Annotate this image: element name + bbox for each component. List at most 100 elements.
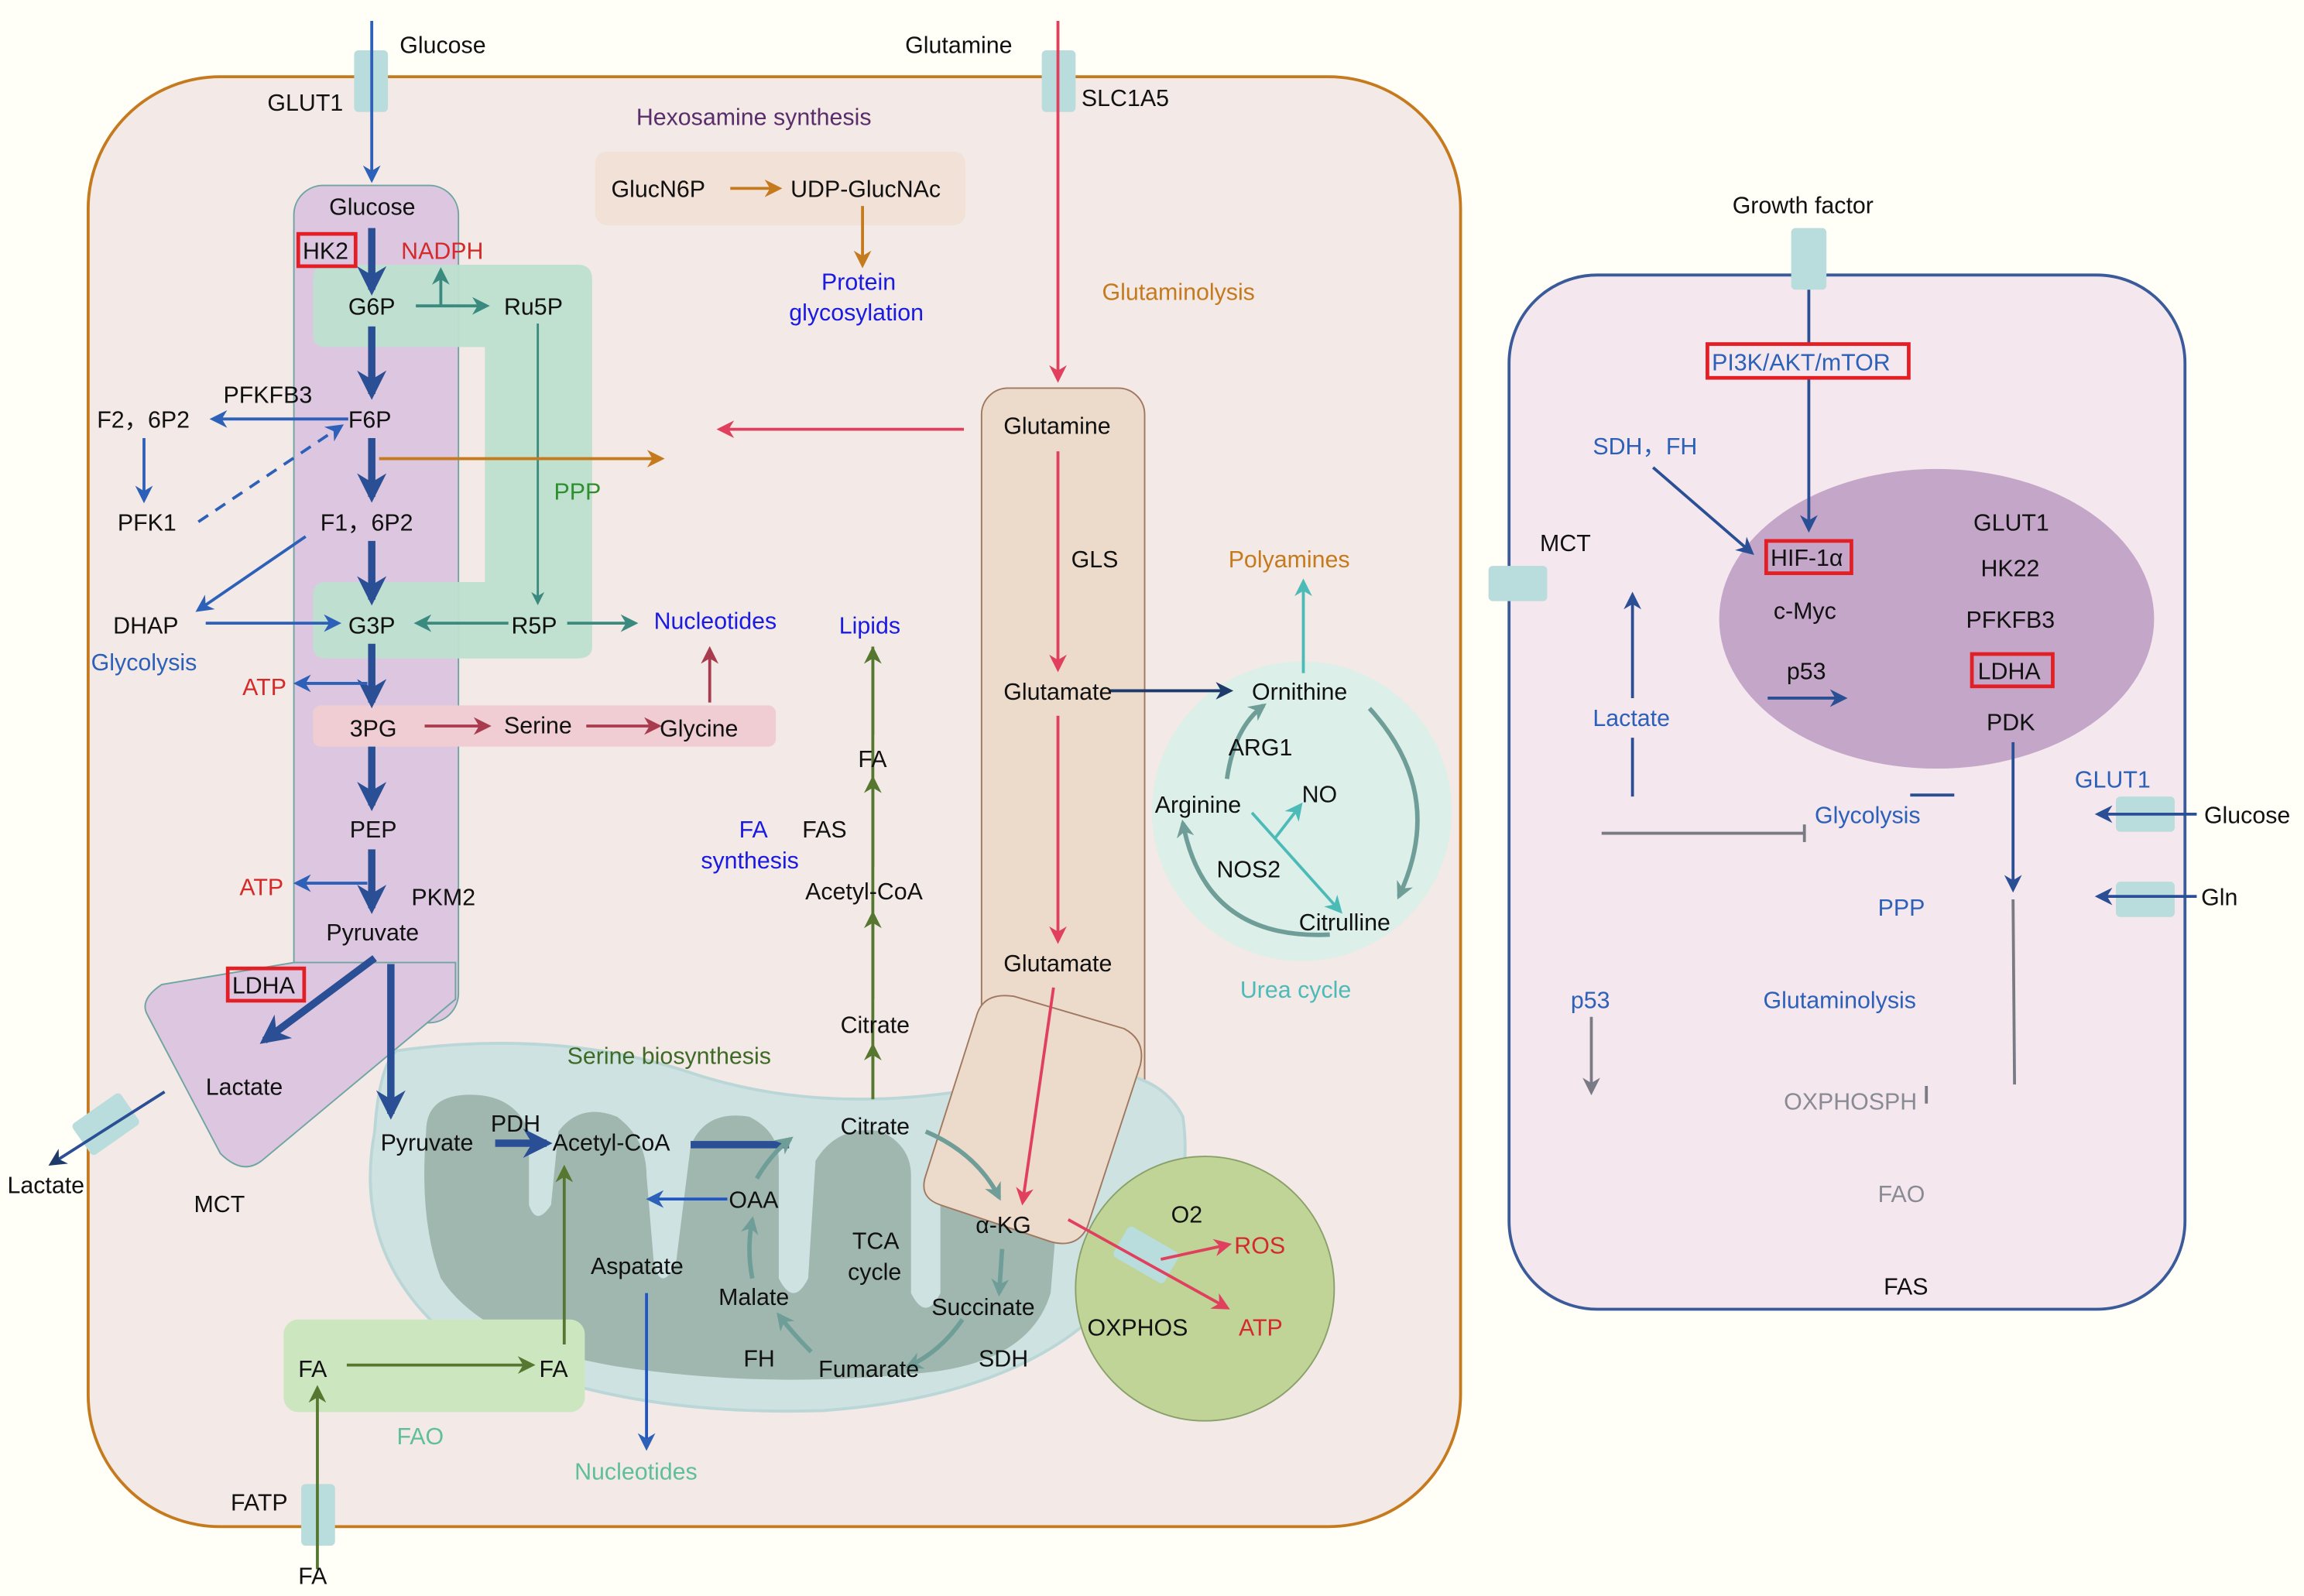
ppp-right: PPP xyxy=(1878,896,1925,921)
succinate: Succinate xyxy=(931,1295,1034,1320)
p53-right: p53 xyxy=(1571,988,1610,1013)
arginine: Arginine xyxy=(1155,793,1241,818)
glycolysis-right: Glycolysis xyxy=(1815,803,1921,828)
pyruvate-cytosol: Pyruvate xyxy=(326,920,419,946)
nucleotides-mito: Nucleotides xyxy=(574,1460,698,1485)
fa-synthesis-label-1: FA xyxy=(739,817,769,843)
g6p: G6P xyxy=(348,295,396,320)
ldha-highlight-right xyxy=(1970,652,2055,689)
protein-glycosylation-2: glycosylation xyxy=(789,300,924,326)
protein-glycosylation-1: Protein xyxy=(821,269,896,295)
aspatate: Aspatate xyxy=(591,1254,684,1279)
nucleus xyxy=(1719,468,2155,769)
serine: Serine xyxy=(504,713,572,738)
glutamate-1: Glutamate xyxy=(1003,680,1112,705)
ldha-highlight xyxy=(225,966,307,1003)
glycine: Glycine xyxy=(660,716,738,741)
glucose-right: Glucose xyxy=(2204,803,2290,828)
pkm2: PKM2 xyxy=(411,885,475,911)
fao-label: FAO xyxy=(396,1424,444,1450)
oxphosph-right: OXPHOSPH xyxy=(1784,1089,1917,1115)
glut1-label: GLUT1 xyxy=(267,91,343,116)
g3p: G3P xyxy=(348,613,396,639)
fh-enzyme: FH xyxy=(743,1347,774,1372)
hif1a-highlight xyxy=(1764,539,1853,575)
acetyl-coa-mito: Acetyl-CoA xyxy=(553,1131,671,1156)
nadph: NADPH xyxy=(401,238,483,264)
fa-cytosol: FA xyxy=(858,747,887,772)
glucose-extracellular: Glucose xyxy=(399,33,485,59)
glutamate-2: Glutamate xyxy=(1003,951,1112,977)
fatp-label: FATP xyxy=(231,1491,288,1516)
slc1a5-label: SLC1A5 xyxy=(1082,86,1169,111)
fas-right: FAS xyxy=(1884,1275,1928,1300)
glucn6p: GlucN6P xyxy=(612,177,705,203)
lipids: Lipids xyxy=(839,613,900,639)
target-glut1: GLUT1 xyxy=(1973,511,2049,536)
o2: O2 xyxy=(1171,1203,1203,1228)
pdh-enzyme: PDH xyxy=(491,1111,540,1137)
citrate-cytosol: Citrate xyxy=(841,1013,910,1039)
pi3k-highlight xyxy=(1706,342,1911,380)
ros: ROS xyxy=(1234,1233,1285,1259)
glut1-label-right: GLUT1 xyxy=(2075,768,2151,793)
gln-right: Gln xyxy=(2201,885,2237,911)
f16p2: F1，6P2 xyxy=(321,511,413,536)
fumarate: Fumarate xyxy=(818,1357,919,1382)
hk2-enzyme: HK2 xyxy=(303,238,348,264)
target-ldha: LDHA xyxy=(1978,659,2042,684)
fao-right: FAO xyxy=(1878,1182,1925,1207)
glutaminolysis-label: Glutaminolysis xyxy=(1102,280,1254,306)
ru5p: Ru5P xyxy=(504,295,563,320)
lactate-box xyxy=(144,961,457,1168)
citrulline: Citrulline xyxy=(1299,910,1390,936)
f6p: F6P xyxy=(348,408,392,433)
pfk1: PFK1 xyxy=(118,511,177,536)
mitochondrion-cristae xyxy=(424,1094,1058,1380)
oxphos-transporter[interactable] xyxy=(1112,1225,1181,1285)
sdh-fh: SDH，FH xyxy=(1593,434,1697,460)
mct-label: MCT xyxy=(194,1192,245,1218)
nucleotides-ppp: Nucleotides xyxy=(654,609,777,635)
dhap: DHAP xyxy=(113,613,178,639)
fas-enzyme: FAS xyxy=(802,817,846,843)
glucose-intracellular: Glucose xyxy=(329,195,415,221)
malate: Malate xyxy=(718,1285,789,1310)
glutamine-mito-box xyxy=(923,995,1143,1245)
pfkfb3: PFKFB3 xyxy=(223,382,312,408)
nitric-oxide: NO xyxy=(1302,783,1338,808)
growth-factor-receptor[interactable] xyxy=(1791,228,1827,290)
sdh-enzyme: SDH xyxy=(979,1347,1028,1372)
lactate-cytosol: Lactate xyxy=(206,1074,283,1100)
glutamine-intracellular: Glutamine xyxy=(1003,413,1110,439)
alpha-kg: α-KG xyxy=(975,1213,1031,1238)
atp-oxphos: ATP xyxy=(1239,1316,1283,1341)
lactate-right: Lactate xyxy=(1593,706,1670,731)
serine-biosynthesis-label: Serine biosynthesis xyxy=(567,1044,771,1070)
gls-enzyme: GLS xyxy=(1071,547,1119,573)
atp-2: ATP xyxy=(239,875,283,900)
ppp-label: PPP xyxy=(554,480,602,505)
target-pdk: PDK xyxy=(1987,711,2035,736)
fa-extracellular: FA xyxy=(298,1563,327,1589)
ldha-enzyme: LDHA xyxy=(232,973,296,998)
glutaminolysis-right: Glutaminolysis xyxy=(1764,988,1916,1013)
oaa: OAA xyxy=(729,1188,779,1214)
arg1-enzyme: ARG1 xyxy=(1229,735,1293,761)
urea-cycle-label: Urea cycle xyxy=(1240,978,1351,1003)
c-myc: c-Myc xyxy=(1774,598,1836,624)
acetyl-coa-cytosol: Acetyl-CoA xyxy=(805,879,924,905)
3pg: 3PG xyxy=(350,716,397,741)
p53-nucleus: p53 xyxy=(1787,659,1826,684)
glutamine-extracellular: Glutamine xyxy=(905,33,1012,59)
citrate-mito: Citrate xyxy=(841,1115,910,1140)
fa-fao-left: FA xyxy=(298,1357,327,1382)
nos2-enzyme: NOS2 xyxy=(1217,857,1281,882)
polyamines: Polyamines xyxy=(1229,547,1350,573)
hexosamine-label: Hexosamine synthesis xyxy=(636,105,872,131)
mct-transporter-right[interactable] xyxy=(1488,566,1548,601)
r5p: R5P xyxy=(511,613,557,639)
atp-1: ATP xyxy=(242,675,286,700)
gln-transporter[interactable] xyxy=(2116,882,2175,917)
